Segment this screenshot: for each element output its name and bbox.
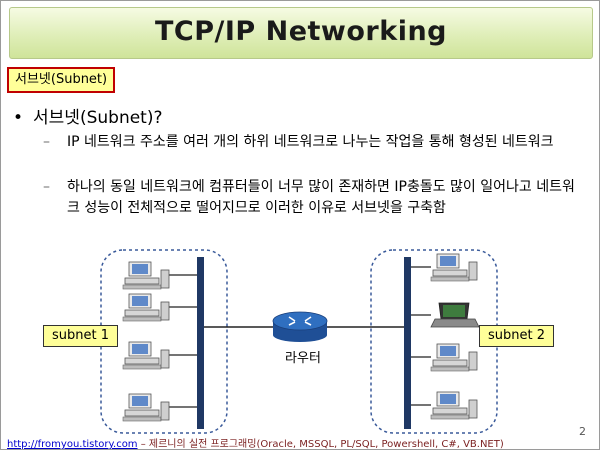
subnet-2-label: subnet 2: [479, 325, 555, 347]
main-bullet: • 서브넷(Subnet)?: [13, 103, 163, 128]
title-banner: TCP/IP Networking: [9, 7, 593, 59]
computer-icon: [430, 343, 478, 372]
computer-icon: [122, 341, 170, 370]
network-diagram: [100, 249, 498, 434]
footer-text: – 제르니의 실전 프로그래밍(Oracle, MSSQL, PL/SQL, P…: [137, 439, 504, 450]
section-tag: 서브넷(Subnet): [7, 67, 116, 93]
computer-icon: [122, 261, 170, 290]
sub-point-text: IP 네트워크 주소를 여러 개의 하위 네트워크로 나누는 작업을 통해 형성…: [67, 134, 554, 150]
slide-title: TCP/IP Networking: [155, 16, 447, 47]
footer: http://fromyou.tistory.com – 제르니의 실전 프로그…: [7, 435, 504, 450]
subnet-1-computers: [122, 261, 197, 422]
computer-icon: [430, 253, 478, 282]
computer-icon: [122, 293, 170, 322]
page-number: 2: [579, 425, 586, 438]
subnet-2-hub: [404, 257, 411, 429]
bullet-marker: •: [13, 108, 24, 128]
subnet-1-hub: [197, 257, 204, 429]
laptop-icon: [430, 302, 480, 328]
subnet-1-label: subnet 1: [43, 325, 119, 347]
router-icon: [272, 311, 328, 342]
computer-icon: [430, 391, 478, 420]
router-label: 라우터: [285, 351, 321, 366]
main-bullet-text: 서브넷(Subnet)?: [33, 108, 163, 128]
footer-link[interactable]: http://fromyou.tistory.com: [7, 439, 138, 450]
dash-marker: –: [43, 179, 50, 195]
dash-marker: –: [43, 134, 50, 150]
subnet-2-group: [370, 249, 498, 434]
sub-point-text: 하나의 동일 네트워크에 컴퓨터들이 너무 많이 존재하면 IP충돌도 많이 일…: [67, 179, 575, 216]
computer-icon: [122, 393, 170, 422]
subnet-2-computers: [411, 253, 480, 420]
